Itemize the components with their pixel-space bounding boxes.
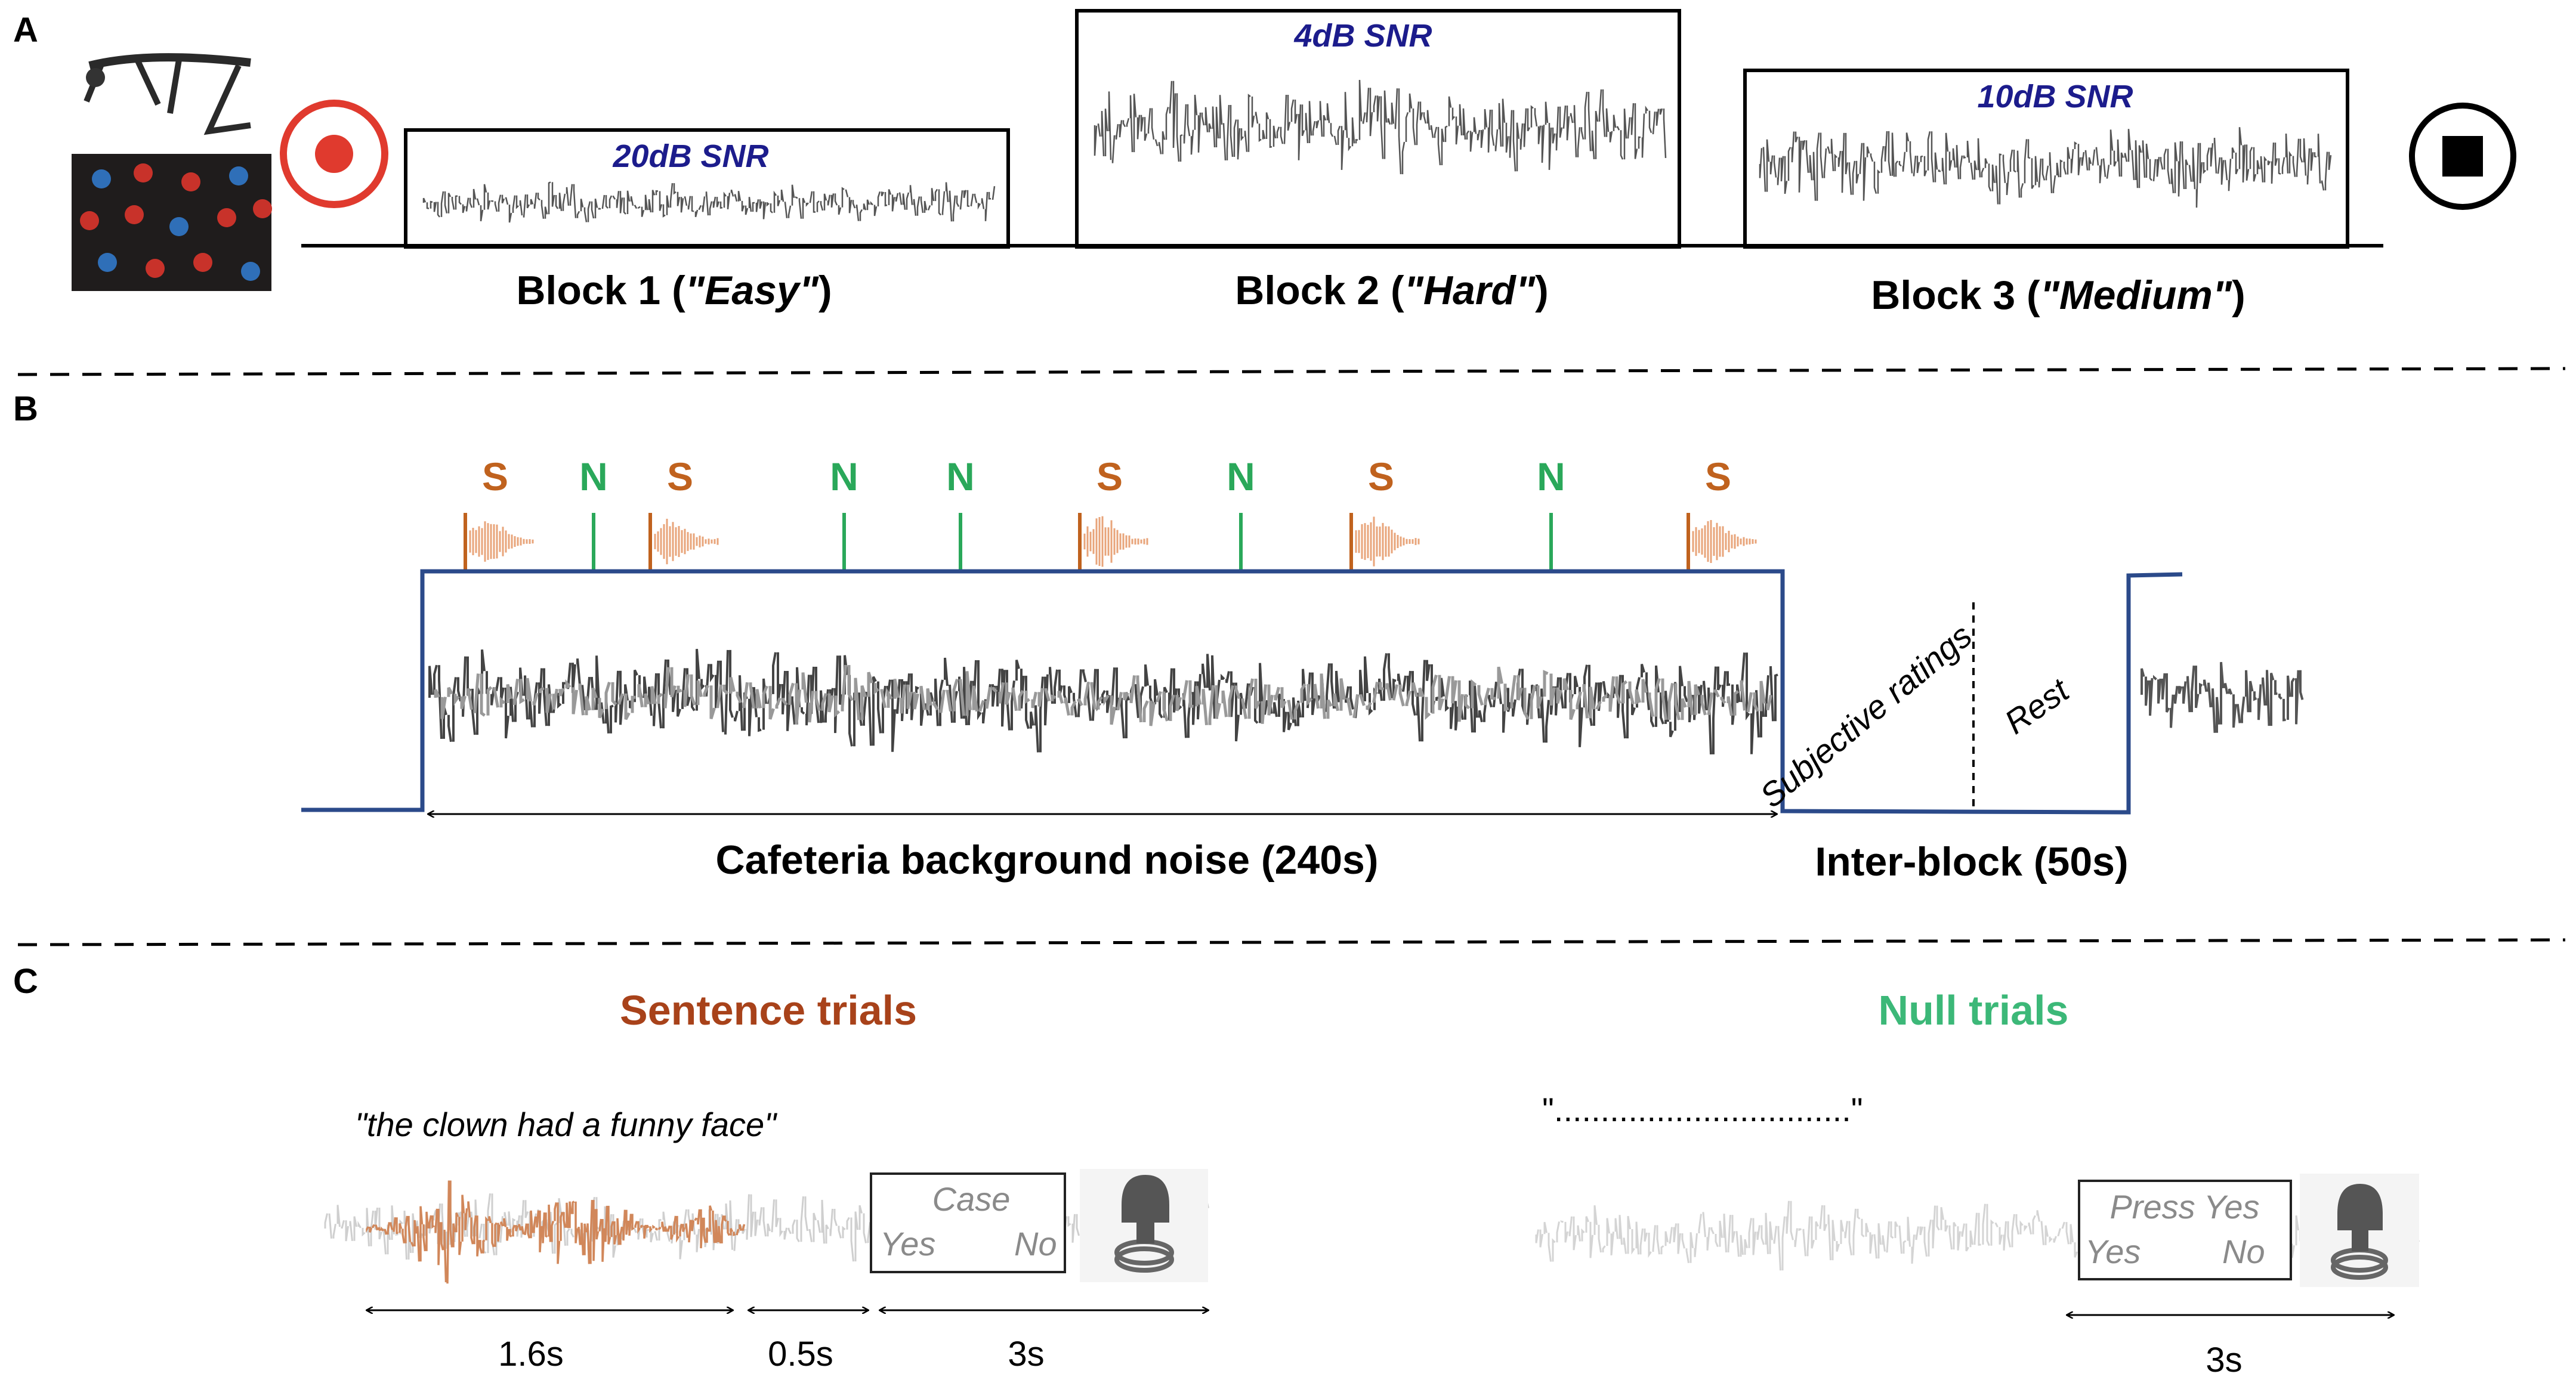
block-3-box	[1743, 69, 2349, 249]
electrode	[80, 211, 99, 230]
block-1-label: Block 1 ("Easy")	[516, 268, 832, 313]
subjective-ratings-label: Subjective ratings	[1753, 617, 1979, 815]
electrode	[253, 199, 272, 218]
stop-icon	[2409, 103, 2516, 210]
null-box-yes: Yes	[2085, 1233, 2141, 1270]
block-3-noise-trace	[1759, 127, 2332, 208]
electrode	[98, 253, 117, 272]
waveform-path	[1094, 79, 1667, 175]
sentence-quote: "the clown had a funny face"	[355, 1106, 777, 1143]
block-2-snr: 4dB SNR	[1293, 18, 1432, 54]
sentence-marker-label: S	[1097, 454, 1123, 499]
speech-glyph-icon	[1692, 520, 1757, 563]
sentence-marker-label: S	[1368, 454, 1394, 499]
electrode	[134, 163, 153, 182]
divider-a-b	[17, 367, 2566, 376]
null-marker-label: N	[946, 454, 975, 499]
block-3: 10dB SNR Block 3 ("Medium")	[1743, 69, 2349, 318]
sentence-trials-title: Sentence trials	[620, 987, 917, 1034]
block-timeline	[301, 569, 2183, 815]
null-response-box	[2078, 1180, 2292, 1280]
waveform-path	[1759, 127, 2332, 208]
sentence-marker-label: S	[482, 454, 508, 499]
speech-glyph-icon	[654, 518, 719, 565]
null-marker-label: N	[579, 454, 608, 499]
block-2: 4dB SNR Block 2 ("Hard")	[1075, 9, 1681, 313]
electrode	[229, 166, 248, 185]
waveform-path	[2141, 662, 2304, 733]
electrode	[217, 208, 236, 227]
null-trials-title: Null trials	[1879, 987, 2069, 1034]
rest-label: Rest	[1998, 670, 2077, 741]
sentence-marker-label: S	[1705, 454, 1731, 499]
electrode	[193, 253, 212, 272]
electrode	[241, 262, 260, 281]
panel-label-b: B	[13, 389, 38, 428]
panel-label-a: A	[13, 11, 38, 49]
block-3-snr: 10dB SNR	[1977, 79, 2133, 115]
speech-waveform	[366, 1180, 746, 1284]
electrode	[169, 217, 189, 236]
block-2-noise-trace	[1094, 79, 1667, 175]
block-1-noise-trace	[422, 181, 996, 223]
waveform-path	[324, 1193, 1209, 1262]
null-box-prompt: Press Yes	[2109, 1188, 2259, 1226]
button-press-icon	[1080, 1169, 1208, 1282]
null-quote: "................................"	[1542, 1091, 1863, 1128]
speech-duration-label: 1.6s	[498, 1335, 564, 1373]
sentence-box-no: No	[1014, 1225, 1057, 1263]
electrode	[181, 172, 200, 191]
noise-duration-label: Cafeteria background noise (240s)	[715, 837, 1378, 883]
electrode	[92, 169, 111, 188]
sentence-box-prompt: Case	[932, 1180, 1011, 1218]
response-duration-label: 3s	[1008, 1335, 1044, 1373]
button-press-icon-null	[2300, 1174, 2419, 1287]
null-marker-label: N	[1537, 454, 1565, 499]
speech-glyph-icon	[1083, 516, 1148, 567]
speech-glyph-icon	[469, 521, 534, 562]
divider-b-c	[17, 938, 2566, 946]
electrode	[125, 205, 144, 224]
block-1-box	[404, 128, 1010, 249]
pause-duration-label: 0.5s	[768, 1335, 833, 1373]
null-marker-label: N	[830, 454, 858, 499]
waveform-path	[422, 181, 996, 223]
null-response-duration-label: 3s	[2206, 1341, 2242, 1379]
electrode-cap-icon	[72, 154, 272, 291]
sentence-response-box	[870, 1172, 1066, 1273]
block-3-label: Block 3 ("Medium")	[1871, 273, 2245, 318]
waveform-path	[366, 1180, 746, 1284]
waveform-path	[434, 664, 1772, 726]
null-box-no: No	[2222, 1233, 2265, 1270]
sentence-marker-label: S	[667, 454, 693, 499]
block-2-label: Block 2 ("Hard")	[1235, 268, 1548, 313]
record-icon	[280, 100, 388, 208]
sentence-background-noise	[324, 1193, 1209, 1262]
block-2-box	[1075, 9, 1681, 249]
speech-glyph-icon	[1355, 516, 1420, 567]
panel-label-c: C	[13, 962, 38, 1001]
block-1-snr: 20dB SNR	[612, 138, 768, 174]
eeg-headset-icon	[84, 53, 251, 135]
electrode	[146, 259, 165, 278]
cafeteria-noise-trace	[428, 649, 1778, 754]
null-marker-label: N	[1227, 454, 1255, 499]
next-block-noise-trace	[2141, 662, 2304, 733]
sentence-box-yes: Yes	[880, 1225, 935, 1263]
block-1: 20dB SNR Block 1 ("Easy")	[404, 128, 1010, 313]
interblock-label: Inter-block (50s)	[1815, 839, 2128, 884]
